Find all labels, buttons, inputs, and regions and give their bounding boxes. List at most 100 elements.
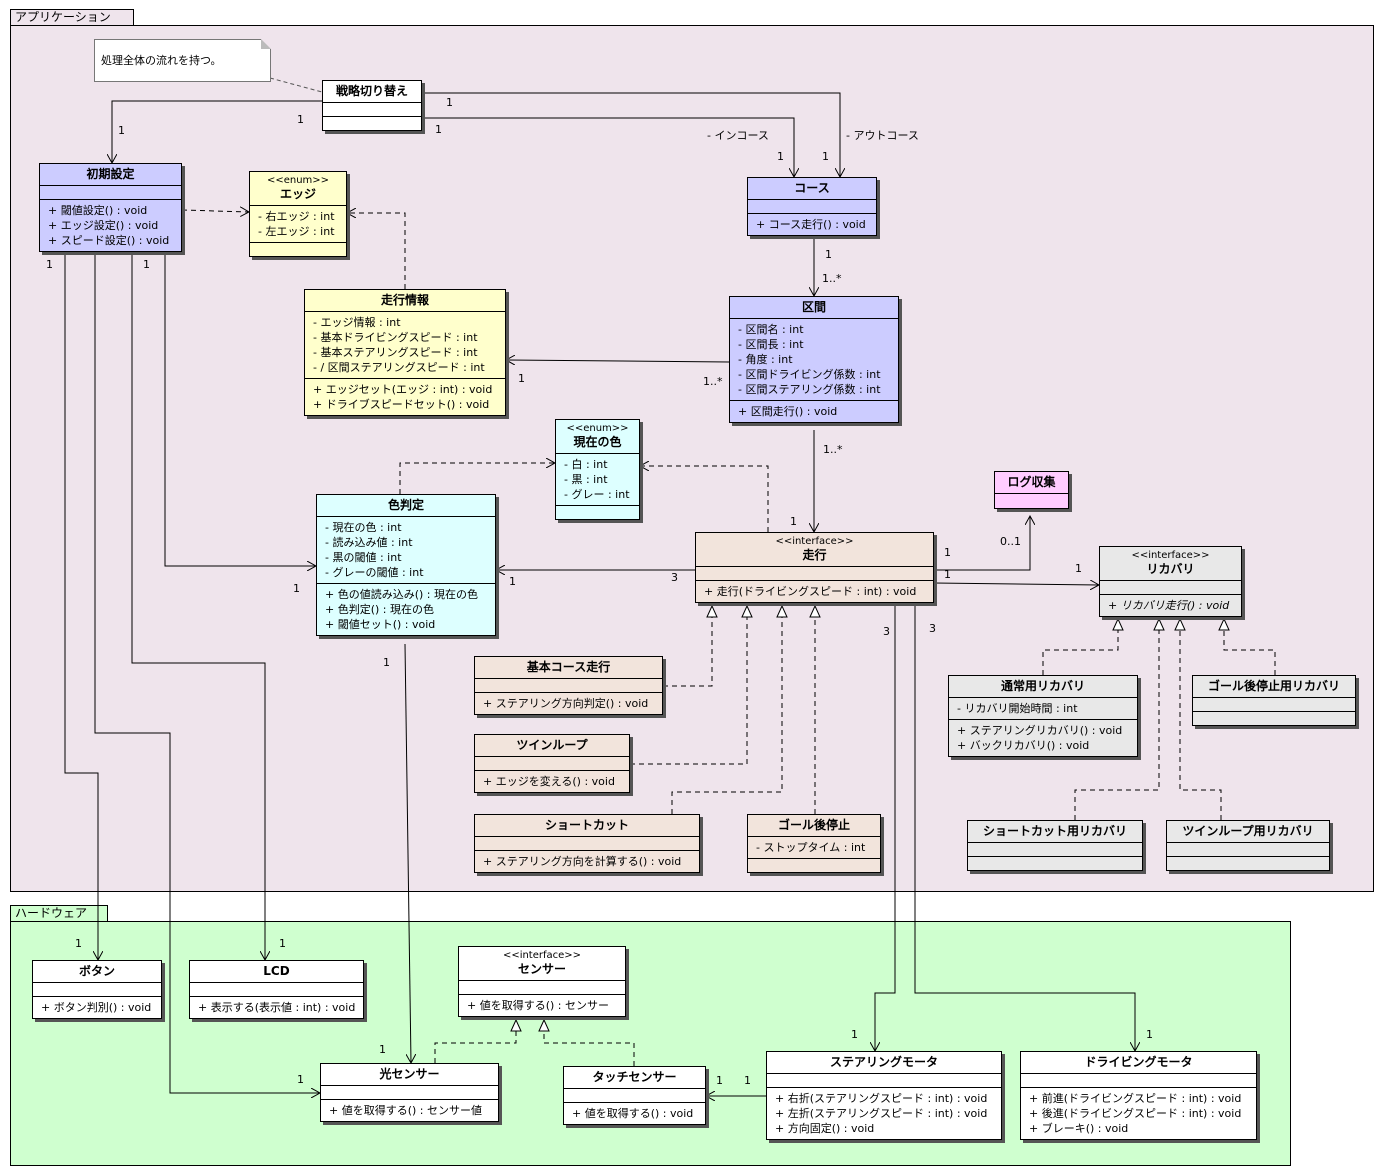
class-twinrec-attrs (1167, 843, 1329, 857)
class-touch-attrs (564, 1089, 705, 1103)
steer-op-3: + 方向固定() : void (775, 1122, 875, 1135)
class-edge-attrs: - 右エッジ : int - 左エッジ : int (250, 206, 346, 243)
class-course[interactable]: コース + コース走行() : void (747, 177, 877, 236)
class-goalstop[interactable]: ゴール後停止 - ストップタイム : int (747, 814, 881, 873)
class-steer-attrs (767, 1074, 1001, 1088)
class-sensor-name: センサー (517, 962, 566, 976)
colorjudge-attr-1: - 現在の色 : int (325, 521, 402, 534)
class-curcolor-name: 現在の色 (573, 435, 622, 449)
mult-label: 1 (716, 1074, 723, 1087)
process-note-text: 処理全体の流れを持つ。 (101, 54, 222, 67)
class-course-name: コース (748, 178, 876, 200)
class-section-ops: + 区間走行() : void (730, 401, 898, 422)
application-package-tab: アプリケーション (10, 9, 134, 26)
class-basic-ops: + ステアリング方向判定() : void (475, 693, 662, 714)
class-curcolor-ops (556, 506, 639, 519)
class-twinrec[interactable]: ツインループ用リカバリ (1166, 820, 1330, 871)
class-section-attrs: - 区間名 : int - 区間長 : int - 角度 : int - 区間ド… (730, 319, 898, 401)
class-run-ops: + 走行(ドライビングスピード : int) : void (696, 581, 933, 602)
class-runinfo-ops: + エッジセット(エッジ : int) : void + ドライブスピードセット… (305, 379, 505, 415)
strategy-course-in-line (422, 117, 794, 177)
lcd-op-1: + 表示する(表示値 : int) : void (198, 1001, 356, 1014)
runinfo-op-2: + ドライブスピードセット() : void (313, 398, 490, 411)
class-basic[interactable]: 基本コース走行 + ステアリング方向判定() : void (474, 656, 663, 715)
curcolor-attr-3: - グレー : int (564, 488, 630, 501)
colorjudge-op-2: + 色判定() : 現在の色 (325, 603, 434, 616)
class-shortcut-name: ショートカット (475, 815, 699, 837)
class-drive-ops: + 前進(ドライビングスピード : int) : void + 後進(ドライビン… (1021, 1088, 1256, 1139)
class-curcolor-attrs: - 白 : int - 黒 : int - グレー : int (556, 454, 639, 506)
hardware-package-tab: ハードウェア (10, 905, 108, 922)
class-colorjudge-ops: + 色の値読み込み() : 現在の色 + 色判定() : 現在の色 + 閾値セッ… (317, 584, 495, 635)
class-button-ops: + ボタン判別() : void (33, 997, 161, 1018)
normalrec-recovery-realization (1042, 617, 1124, 675)
class-init[interactable]: 初期設定 + 閾値設定() : void + エッジ設定() : void + … (39, 163, 182, 252)
run-curcolor-dependency (640, 466, 769, 532)
normalrec-attr-1: - リカバリ開始時間 : int (957, 702, 1078, 715)
mult-label: 1 (851, 1028, 858, 1041)
class-steer[interactable]: ステアリングモータ + 右折(ステアリングスピード : int) : void … (766, 1051, 1002, 1140)
shortrec-recovery-realization (1074, 617, 1165, 820)
light-op-1: + 値を取得する() : センサー値 (329, 1104, 482, 1117)
class-lcd[interactable]: LCD + 表示する(表示値 : int) : void (189, 960, 364, 1019)
class-goalstop-name: ゴール後停止 (748, 815, 880, 837)
mult-label: 1 (1075, 562, 1082, 575)
class-light[interactable]: 光センサー + 値を取得する() : センサー値 (320, 1063, 499, 1122)
class-sensor-attrs (459, 981, 625, 995)
edge-attr-2: - 左エッジ : int (258, 225, 335, 238)
drive-op-2: + 後進(ドライビングスピード : int) : void (1029, 1107, 1242, 1120)
class-section[interactable]: 区間 - 区間名 : int - 区間長 : int - 角度 : int - … (729, 296, 899, 423)
class-course-ops: + コース走行() : void (748, 214, 876, 235)
mult-label: 1 (777, 150, 784, 163)
class-sensor[interactable]: <<interface>>センサー + 値を取得する() : センサー (458, 946, 626, 1017)
class-runinfo-name: 走行情報 (305, 290, 505, 312)
class-edge-stereotype: <<enum>> (266, 175, 330, 186)
class-twin[interactable]: ツインループ + エッジを変える() : void (474, 734, 630, 793)
class-steer-ops: + 右折(ステアリングスピード : int) : void + 左折(ステアリン… (767, 1088, 1001, 1139)
class-shortrec-name: ショートカット用リカバリ (968, 821, 1142, 843)
init-light-line (94, 251, 320, 1093)
mult-label: 1..* (703, 375, 723, 388)
class-normalrec[interactable]: 通常用リカバリ - リカバリ開始時間 : int + ステアリングリカバリ() … (948, 675, 1138, 757)
class-curcolor[interactable]: <<enum>>現在の色 - 白 : int - 黒 : int - グレー :… (555, 419, 640, 520)
class-twin-name: ツインループ (475, 735, 629, 757)
goalrec-recovery-realization (1218, 617, 1276, 675)
class-normalrec-attrs: - リカバリ開始時間 : int (949, 698, 1137, 720)
class-sensor-stereotype: <<interface>> (502, 950, 582, 961)
drive-op-1: + 前進(ドライビングスピード : int) : void (1029, 1092, 1242, 1105)
class-touch-name: タッチセンサー (564, 1067, 705, 1089)
class-shortcut[interactable]: ショートカット + ステアリング方向を計算する() : void (474, 814, 700, 873)
class-drive[interactable]: ドライビングモータ + 前進(ドライビングスピード : int) : void … (1020, 1051, 1257, 1140)
colorjudge-op-1: + 色の値読み込み() : 現在の色 (325, 588, 478, 601)
class-twinrec-ops (1167, 857, 1329, 870)
class-colorjudge[interactable]: 色判定 - 現在の色 : int - 読み込み値 : int - 黒の閾値 : … (316, 494, 496, 636)
class-touch[interactable]: タッチセンサー + 値を取得する() : void (563, 1066, 706, 1125)
section-attr-5: - 区間ステアリング係数 : int (738, 383, 881, 396)
mult-label: 1 (118, 124, 125, 137)
colorjudge-attr-4: - グレーの閾値 : int (325, 566, 424, 579)
class-log[interactable]: ログ収集 (994, 471, 1069, 509)
class-shortrec[interactable]: ショートカット用リカバリ (967, 820, 1143, 871)
class-runinfo[interactable]: 走行情報 - エッジ情報 : int - 基本ドライビングスピード : int … (304, 289, 506, 416)
class-recovery-name: リカバリ (1146, 562, 1195, 576)
class-goalrec[interactable]: ゴール後停止用リカバリ (1192, 675, 1356, 726)
class-run[interactable]: <<interface>>走行 + 走行(ドライビングスピード : int) :… (695, 532, 934, 603)
class-strategy[interactable]: 戦略切り替え (322, 80, 422, 131)
section-op-1: + 区間走行() : void (738, 405, 838, 418)
runinfo-attr-1: - エッジ情報 : int (313, 316, 401, 329)
normalrec-op-1: + ステアリングリカバリ() : void (957, 724, 1123, 737)
class-button[interactable]: ボタン + ボタン判別() : void (32, 960, 162, 1019)
class-recovery[interactable]: <<interface>>リカバリ + リカバリ走行() : void (1099, 546, 1242, 617)
mult-label: 1 (790, 515, 797, 528)
light-sensor-realization (434, 1018, 522, 1063)
class-basic-attrs (475, 679, 662, 693)
mult-label: 1 (143, 258, 150, 271)
class-edge[interactable]: <<enum>>エッジ - 右エッジ : int - 左エッジ : int (249, 171, 347, 257)
section-attr-1: - 区間名 : int (738, 323, 804, 336)
strategy-course-out-line (422, 92, 840, 177)
mult-label: 1 (944, 568, 951, 581)
runinfo-attr-2: - 基本ドライビングスピード : int (313, 331, 478, 344)
init-button-line (64, 251, 98, 960)
mult-label: 1 (279, 937, 286, 950)
class-touch-ops: + 値を取得する() : void (564, 1103, 705, 1124)
